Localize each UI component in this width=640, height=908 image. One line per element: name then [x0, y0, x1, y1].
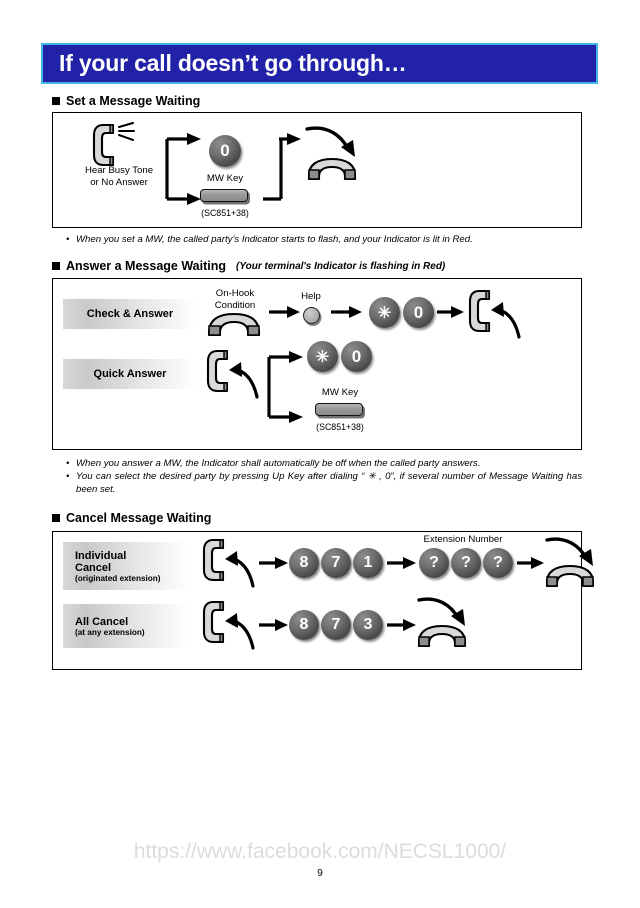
mw-key-code: (SC851+38) — [201, 208, 249, 218]
branch-bracket-icon — [165, 133, 201, 205]
on-hook-condition-caption: On-Hook Condition — [214, 288, 256, 311]
key-digit-7: 7 — [321, 548, 351, 578]
section-heading-set-mw: Set a Message Waiting — [52, 94, 200, 108]
key-digit-1: 1 — [353, 548, 383, 578]
help-button — [303, 307, 320, 324]
key-unknown-1: ? — [419, 548, 449, 578]
mw-key-label: MW Key — [321, 387, 359, 398]
key-digit-0: 0 — [209, 135, 241, 167]
arrow-right-icon — [437, 306, 464, 318]
bullet-square-icon — [52, 97, 60, 105]
label-all-cancel: All Cancel (at any extension) — [63, 604, 189, 648]
section-heading-answer-mw: Answer a Message Waiting (Your terminal'… — [52, 259, 445, 273]
arrow-right-icon — [259, 619, 288, 631]
mw-key-code: (SC851+38) — [316, 422, 364, 432]
arrow-right-icon — [331, 306, 362, 318]
handset-pickup-icon — [202, 600, 255, 650]
key-star: ✳ — [369, 297, 400, 328]
mw-key-label: MW Key — [206, 173, 244, 184]
bullet-dot-icon: • — [66, 471, 70, 482]
diagram-cancel-message-waiting: Individual Cancel (originated extension)… — [52, 531, 595, 670]
key-digit-0: 0 — [403, 297, 434, 328]
bullet-dot-icon: • — [66, 234, 70, 245]
page-title: If your call doesn’t go through… — [59, 49, 407, 76]
key-digit-8: 8 — [289, 548, 319, 578]
page-number: 9 — [317, 868, 323, 879]
section-heading-note: (Your terminal's Indicator is flashing i… — [236, 260, 446, 272]
bullet-square-icon — [52, 514, 60, 522]
label-individual-cancel: Individual Cancel (originated extension) — [63, 542, 189, 590]
handset-offhook-icon — [92, 122, 135, 167]
branch-bracket-icon — [267, 351, 303, 423]
hangup-icon — [417, 597, 467, 648]
hear-busy-tone-caption: Hear Busy Tone or No Answer — [84, 165, 154, 188]
merge-bracket-icon — [263, 133, 301, 201]
key-digit-3: 3 — [353, 610, 383, 640]
handset-pickup-icon — [206, 349, 259, 399]
arrow-right-icon — [387, 557, 416, 569]
arrow-right-icon — [387, 619, 416, 631]
section-heading-label: Cancel Message Waiting — [66, 511, 212, 525]
label-quick-answer: Quick Answer — [63, 359, 197, 389]
bullet-dot-icon: • — [66, 458, 70, 469]
handset-pickup-icon — [202, 538, 255, 588]
handset-onhook-icon — [207, 312, 261, 337]
hangup-icon — [545, 537, 595, 588]
bullet-answer-mw-1: • When you answer a MW, the Indicator sh… — [66, 458, 481, 469]
key-unknown-3: ? — [483, 548, 513, 578]
section-heading-cancel-mw: Cancel Message Waiting — [52, 511, 211, 525]
page-title-banner: If your call doesn’t go through… — [41, 43, 598, 84]
help-label: Help — [301, 291, 321, 302]
mw-key-button — [315, 403, 363, 416]
section-heading-label: Answer a Message Waiting — [66, 259, 226, 273]
extension-number-label: Extension Number — [423, 534, 503, 545]
bullet-square-icon — [52, 262, 60, 270]
key-star: ✳ — [307, 341, 338, 372]
key-digit-8: 8 — [289, 610, 319, 640]
arrow-right-icon — [269, 306, 300, 318]
bullet-set-mw-1: • When you set a MW, the called party’s … — [66, 234, 473, 245]
arrow-right-icon — [259, 557, 288, 569]
mw-key-button — [200, 189, 248, 202]
diagram-answer-message-waiting: Check & Answer On-Hook Condition Help ✳ — [52, 278, 582, 450]
key-unknown-2: ? — [451, 548, 481, 578]
diagram-set-message-waiting: Hear Busy Tone or No Answer 0 MW Key (SC… — [52, 112, 582, 228]
handset-pickup-icon — [468, 289, 521, 339]
key-digit-7: 7 — [321, 610, 351, 640]
hangup-icon — [305, 126, 357, 181]
watermark-url: https://www.facebook.com/NECSL1000/ — [133, 840, 507, 863]
key-digit-0: 0 — [341, 341, 372, 372]
arrow-right-icon — [517, 557, 544, 569]
bullet-answer-mw-2: • You can select the desired party by pr… — [66, 471, 582, 495]
label-check-and-answer: Check & Answer — [63, 299, 197, 329]
section-heading-label: Set a Message Waiting — [66, 94, 201, 108]
